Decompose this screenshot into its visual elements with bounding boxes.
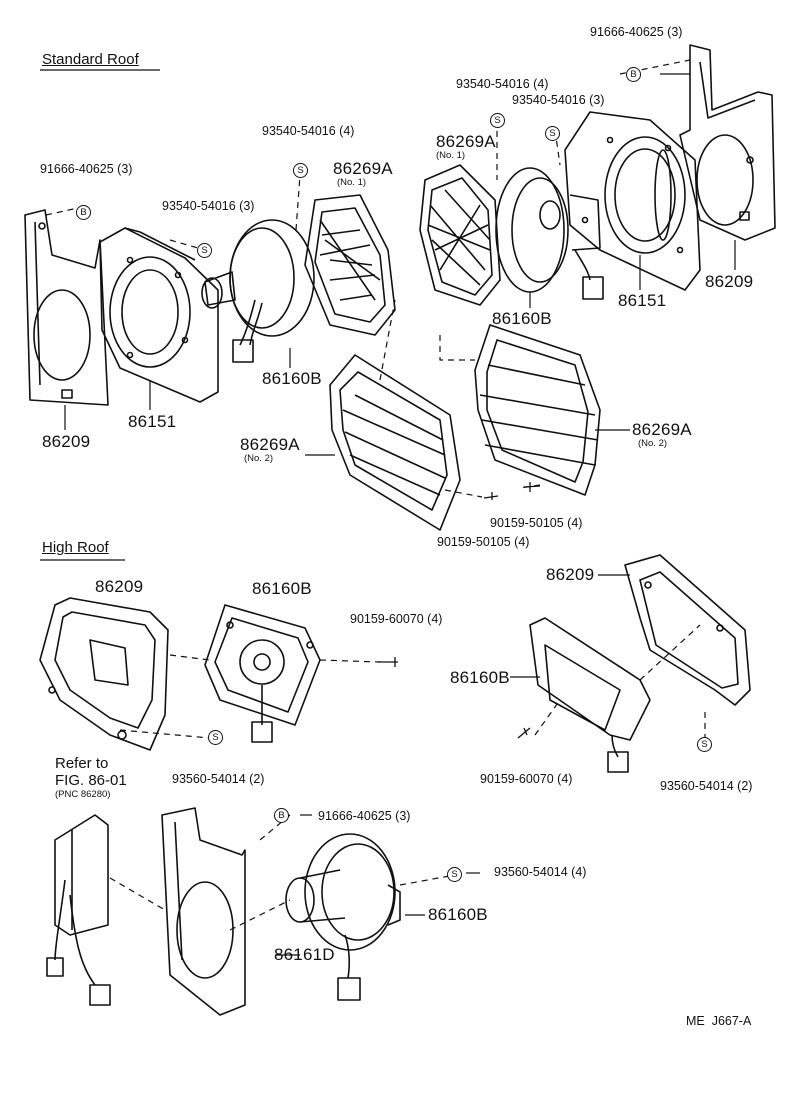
high-left-speaker-86160B	[204, 604, 321, 743]
part-note: (No. 2)	[244, 453, 274, 464]
standard-roof-heading: Standard Roof	[42, 51, 139, 68]
part-label: 93540-54016 (4)	[262, 124, 355, 138]
std-left-speaker-86160B	[201, 219, 315, 363]
part-label: 90159-60070 (4)	[350, 612, 443, 626]
part-label: 86151	[618, 291, 667, 310]
part-label: 86209	[546, 565, 595, 584]
part-label: 86160B	[428, 905, 488, 924]
part-label: 86209	[95, 577, 144, 596]
leader-lines	[64, 73, 736, 956]
s-badge: S	[293, 163, 308, 178]
s-badge: S	[545, 126, 560, 141]
bottom-amplifier	[46, 814, 111, 1006]
high-left-bracket-86209	[39, 597, 169, 751]
bottom-bracket-86161D	[161, 807, 246, 1016]
high-right-speaker-86160B	[529, 617, 651, 773]
part-note: (No. 1)	[436, 150, 466, 161]
part-label: 93540-54016 (4)	[456, 77, 549, 91]
part-label: 93560-54014 (2)	[172, 772, 265, 786]
b-badge: B	[76, 205, 91, 220]
part-label: 86161D	[274, 945, 335, 964]
part-label: 91666-40625 (3)	[40, 162, 133, 176]
guide-lines	[45, 59, 706, 931]
std-left-grille-no2	[329, 354, 461, 531]
part-label: 86160B	[262, 369, 322, 388]
std-right-housing-86151	[564, 111, 701, 291]
part-label: 90159-50105 (4)	[437, 535, 530, 549]
std-left-bracket-86209	[24, 209, 109, 406]
part-label: 93540-54016 (3)	[512, 93, 605, 107]
pnc-reference: (PNC 86280)	[55, 789, 111, 800]
part-label: 86269A	[333, 159, 393, 178]
part-label: 90159-50105 (4)	[490, 516, 583, 530]
figure-reference: FIG. 86-01	[55, 772, 127, 789]
part-label: 86160B	[252, 579, 312, 598]
part-label: 86160B	[492, 309, 552, 328]
high-right-bracket-86209	[624, 554, 751, 706]
std-right-bracket-86209	[679, 44, 776, 241]
s-badge: S	[447, 867, 462, 882]
part-label: 86269A	[632, 420, 692, 439]
part-label: 86209	[705, 272, 754, 291]
part-label: 93540-54016 (3)	[162, 199, 255, 213]
diagram-code: ME J667-A	[686, 1014, 752, 1028]
s-badge: S	[197, 243, 212, 258]
screws	[378, 482, 541, 739]
part-label: 93560-54014 (2)	[660, 779, 753, 793]
refer-to-label: Refer to	[55, 755, 109, 772]
part-label: 93560-54014 (4)	[494, 865, 587, 879]
s-badge: S	[208, 730, 223, 745]
part-label: 90159-60070 (4)	[480, 772, 573, 786]
std-left-grille-no1	[304, 194, 396, 336]
part-label: 86269A	[436, 132, 496, 151]
std-right-grille-no2	[474, 324, 601, 496]
std-right-speaker-86160B	[495, 167, 604, 300]
std-right-grille-no1	[419, 164, 501, 306]
part-note: (No. 2)	[638, 438, 668, 449]
part-label: 86269A	[240, 435, 300, 454]
s-badge: S	[697, 737, 712, 752]
b-badge: B	[274, 808, 289, 823]
b-badge: B	[626, 67, 641, 82]
part-label: 91666-40625 (3)	[590, 25, 683, 39]
bottom-speaker-86160B	[285, 833, 401, 1001]
part-label: 91666-40625 (3)	[318, 809, 411, 823]
part-label: 86209	[42, 432, 91, 451]
part-label: 86151	[128, 412, 177, 431]
part-note: (No. 1)	[337, 177, 367, 188]
std-left-housing-86151	[99, 227, 219, 403]
part-label: 86160B	[450, 668, 510, 687]
high-roof-heading: High Roof	[42, 539, 109, 556]
s-badge: S	[490, 113, 505, 128]
